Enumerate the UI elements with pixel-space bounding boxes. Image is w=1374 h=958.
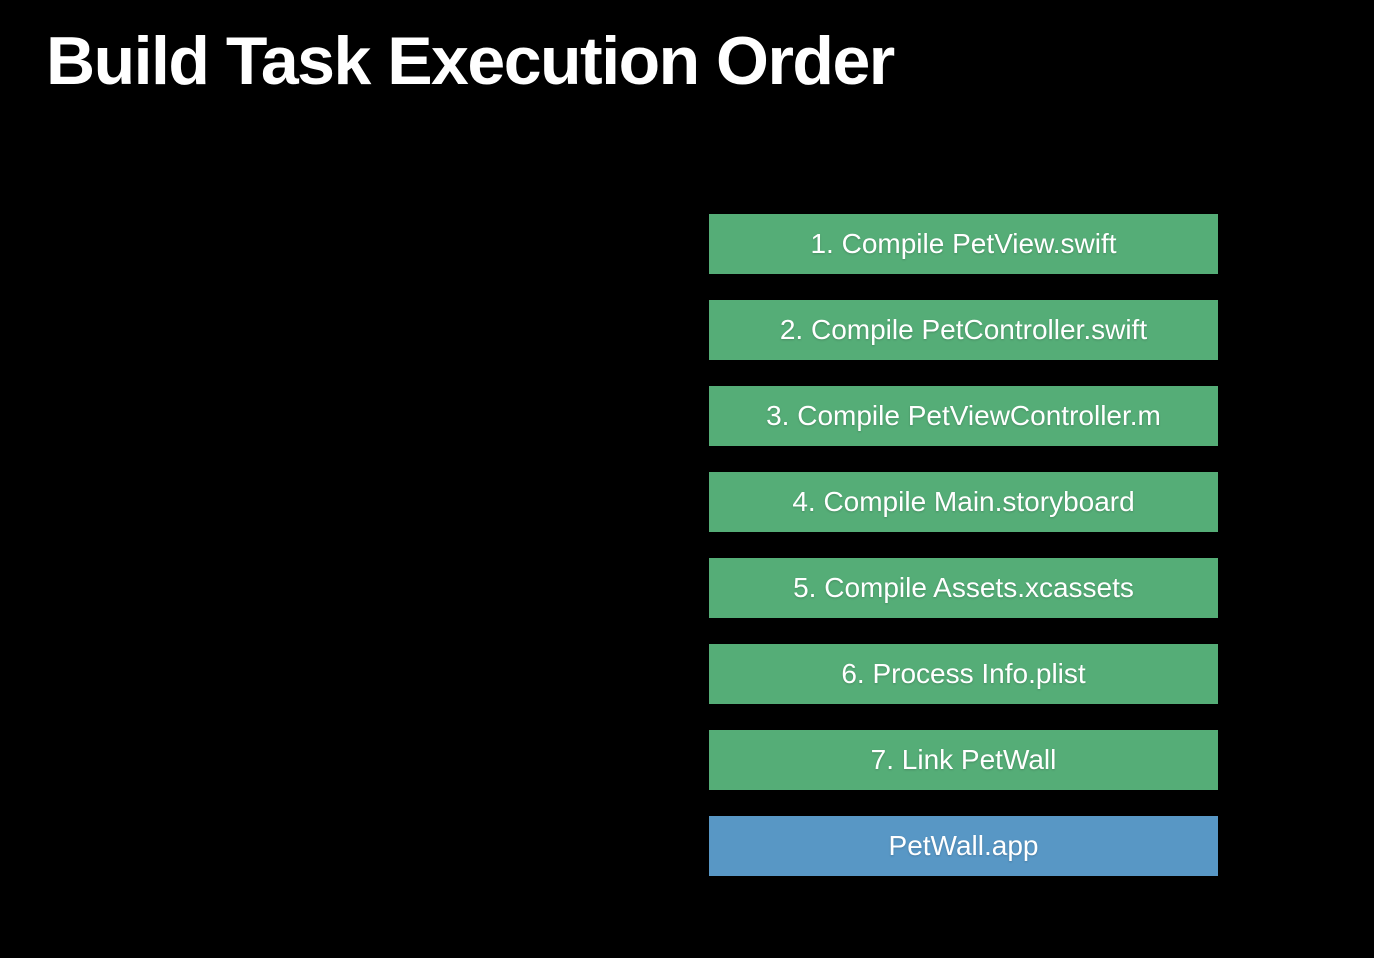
- build-task-box: 2. Compile PetController.swift: [709, 300, 1218, 360]
- build-task-box: 1. Compile PetView.swift: [709, 214, 1218, 274]
- build-task-box-label: 2. Compile PetController.swift: [779, 314, 1148, 345]
- build-task-box-label: 4. Compile Main.storyboard: [792, 486, 1135, 517]
- build-task-box-label: 3. Compile PetViewController.m: [766, 400, 1161, 431]
- product-box: PetWall.app: [709, 816, 1218, 876]
- build-task-box-label: 1. Compile PetView.swift: [810, 228, 1117, 259]
- build-task-box-label: 7. Link PetWall: [870, 744, 1057, 775]
- build-task-box: 4. Compile Main.storyboard: [709, 472, 1218, 532]
- product-box-label: PetWall.app: [888, 830, 1039, 861]
- slide-title: Build Task Execution Order: [46, 23, 895, 99]
- build-task-box: 6. Process Info.plist: [709, 644, 1218, 704]
- build-task-box: 7. Link PetWall: [709, 730, 1218, 790]
- build-task-box-label: 6. Process Info.plist: [841, 658, 1086, 689]
- build-task-box-label: 5. Compile Assets.xcassets: [793, 572, 1134, 603]
- build-task-box: 3. Compile PetViewController.m: [709, 386, 1218, 446]
- build-task-stack: 1. Compile PetView.swift 2. Compile PetCo…: [709, 214, 1218, 876]
- build-task-box: 5. Compile Assets.xcassets: [709, 558, 1218, 618]
